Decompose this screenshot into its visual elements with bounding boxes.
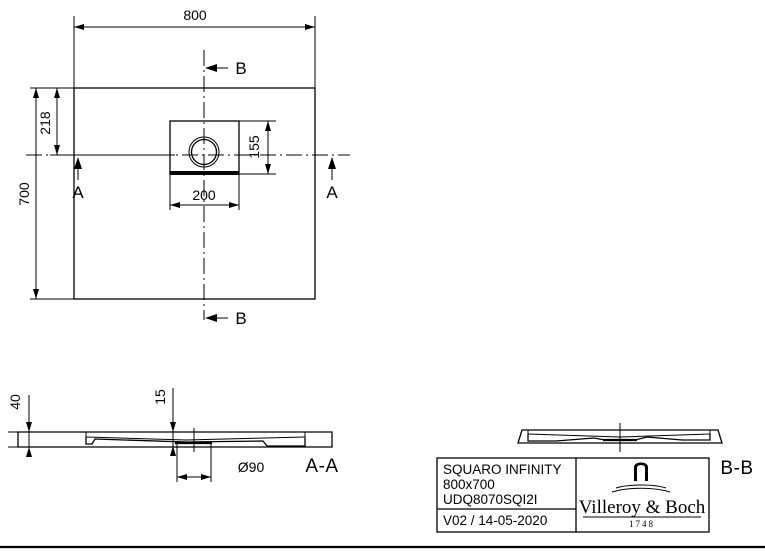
view-label-bb: B-B	[720, 458, 753, 479]
section-bb-slope-top-right	[619, 433, 711, 438]
arrow-40-top	[26, 422, 32, 432]
arrow-218-top	[54, 88, 60, 98]
brand-year-text: 1748	[629, 519, 655, 529]
section-arrow-a-left-head	[74, 157, 82, 169]
section-aa-inner-left	[85, 437, 187, 445]
revision-date-text: V02 / 14-05-2020	[443, 513, 547, 528]
section-bb-inner-left	[527, 435, 606, 442]
product-size-text: 800x700	[443, 477, 495, 492]
arrow-700-top	[33, 88, 39, 98]
section-aa-inner-right	[185, 438, 306, 447]
arrow-d90-right	[201, 474, 211, 480]
arrow-800-left	[74, 24, 84, 30]
section-label-a-left: A	[72, 183, 84, 202]
section-bb-slope-top-left	[527, 433, 621, 438]
brand-name-text: Villeroy & Boch	[579, 497, 706, 518]
dim-label-800: 800	[183, 7, 207, 23]
arrow-155-top	[265, 121, 271, 131]
arrow-218-bottom	[54, 145, 60, 155]
section-aa-slope-top-right	[185, 436, 306, 441]
plan-view: 800 700 218	[16, 7, 350, 328]
arrow-200-left	[170, 202, 180, 208]
dim-label-218: 218	[37, 111, 53, 135]
section-label-a-right: A	[326, 183, 338, 202]
arrow-155-bottom	[265, 164, 271, 174]
section-bb-inner-right	[634, 434, 711, 441]
product-name-text: SQUARO INFINITY	[443, 462, 562, 477]
view-label-aa: A-A	[305, 456, 338, 477]
fountain-icon	[611, 462, 671, 493]
section-arrow-a-right-head	[328, 157, 336, 169]
dim-label-40: 40	[7, 394, 23, 410]
arrow-800-right	[305, 24, 315, 30]
tray-outline	[73, 87, 316, 300]
drain-circle-inner	[190, 138, 218, 166]
section-label-b-bottom: B	[235, 309, 246, 328]
dim-label-d90: Ø90	[238, 459, 265, 475]
arrow-200-right	[229, 202, 239, 208]
section-arrow-b-top-head	[205, 64, 217, 72]
section-aa-slope-top-left	[85, 436, 187, 441]
section-bb-slab	[517, 429, 723, 444]
arrow-40-bottom	[26, 447, 32, 457]
arrow-d90-left	[177, 474, 187, 480]
dim-label-155: 155	[246, 135, 262, 159]
dim-label-200: 200	[192, 187, 216, 203]
arrow-15-bottom	[170, 446, 176, 456]
arrow-15-top	[170, 422, 176, 432]
arrow-700-bottom	[33, 289, 39, 299]
dim-label-15: 15	[152, 389, 168, 405]
section-arrow-b-bottom-head	[205, 314, 217, 322]
dim-label-700: 700	[16, 182, 32, 206]
article-number-text: UDQ8070SQI2I	[443, 492, 538, 507]
section-bb-view: B-B	[517, 423, 753, 479]
section-aa-view: 40 15 Ø90 A-A	[7, 388, 338, 482]
title-block-frame	[436, 457, 710, 533]
drain-circle-outer	[188, 136, 220, 168]
title-block: SQUARO INFINITY 800x700 UDQ8070SQI2I V02…	[436, 457, 710, 533]
section-aa-slab	[17, 431, 333, 448]
section-label-b-top: B	[235, 59, 246, 78]
